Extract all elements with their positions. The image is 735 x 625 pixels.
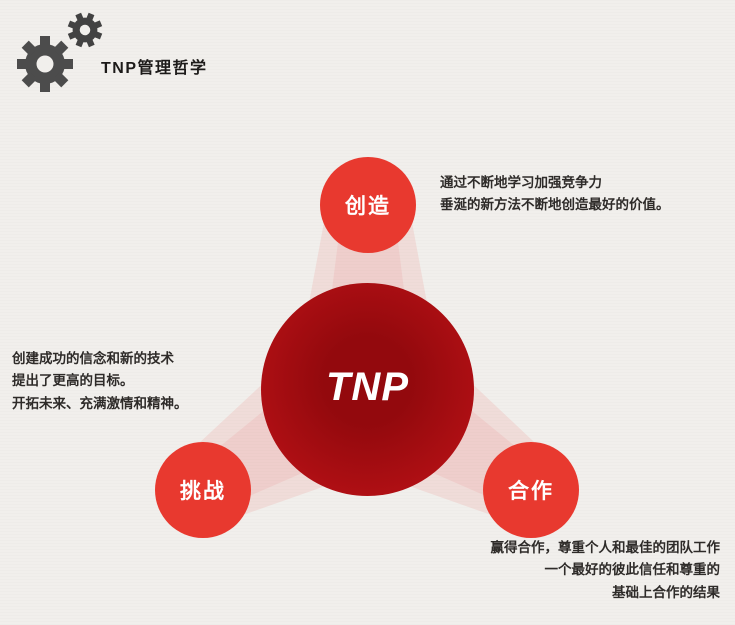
annotation-cooperate-line-3: 基础上合作的结果 (612, 584, 720, 600)
gear-large-icon (17, 36, 73, 92)
annotation-create-line-1: 通过不断地学习加强竞争力 (440, 175, 602, 190)
page-title: TNP管理哲学 (101, 60, 208, 77)
annotation-cooperate-line-1: 赢得合作，尊重个人和最佳的团队工作 (490, 540, 721, 555)
annotation-challenge-line-1: 创建成功的信念和新的技术 (12, 351, 174, 366)
node-create: 创造 (320, 157, 416, 253)
annotation-cooperate: 赢得合作，尊重个人和最佳的团队工作 一个最好的彼此信任和尊重的 基础上合作的结果 (491, 537, 721, 604)
annotation-challenge-line-3: 开拓未来、充满激情和精神。 (12, 395, 188, 411)
node-cooperate: 合作 (483, 442, 579, 538)
node-create-label: 创造 (345, 195, 391, 218)
node-cooperate-label: 合作 (508, 480, 554, 503)
center-circle: TNP (261, 283, 474, 496)
tnp-logo: TNP (326, 365, 409, 409)
gear-small-icon (67, 12, 103, 48)
annotation-challenge: 创建成功的信念和新的技术 提出了更高的目标。 开拓未来、充满激情和精神。 (12, 348, 188, 415)
annotation-create: 通过不断地学习加强竞争力 垂涎的新方法不断地创造最好的价值。 (440, 172, 670, 217)
node-challenge: 挑战 (155, 442, 251, 538)
gears-icon (17, 12, 103, 92)
annotation-challenge-line-2: 提出了更高的目标。 (12, 373, 134, 389)
annotation-create-line-2: 垂涎的新方法不断地创造最好的价值。 (440, 197, 670, 213)
node-challenge-label: 挑战 (180, 480, 226, 503)
annotation-cooperate-line-2: 一个最好的彼此信任和尊重的 (544, 562, 721, 578)
